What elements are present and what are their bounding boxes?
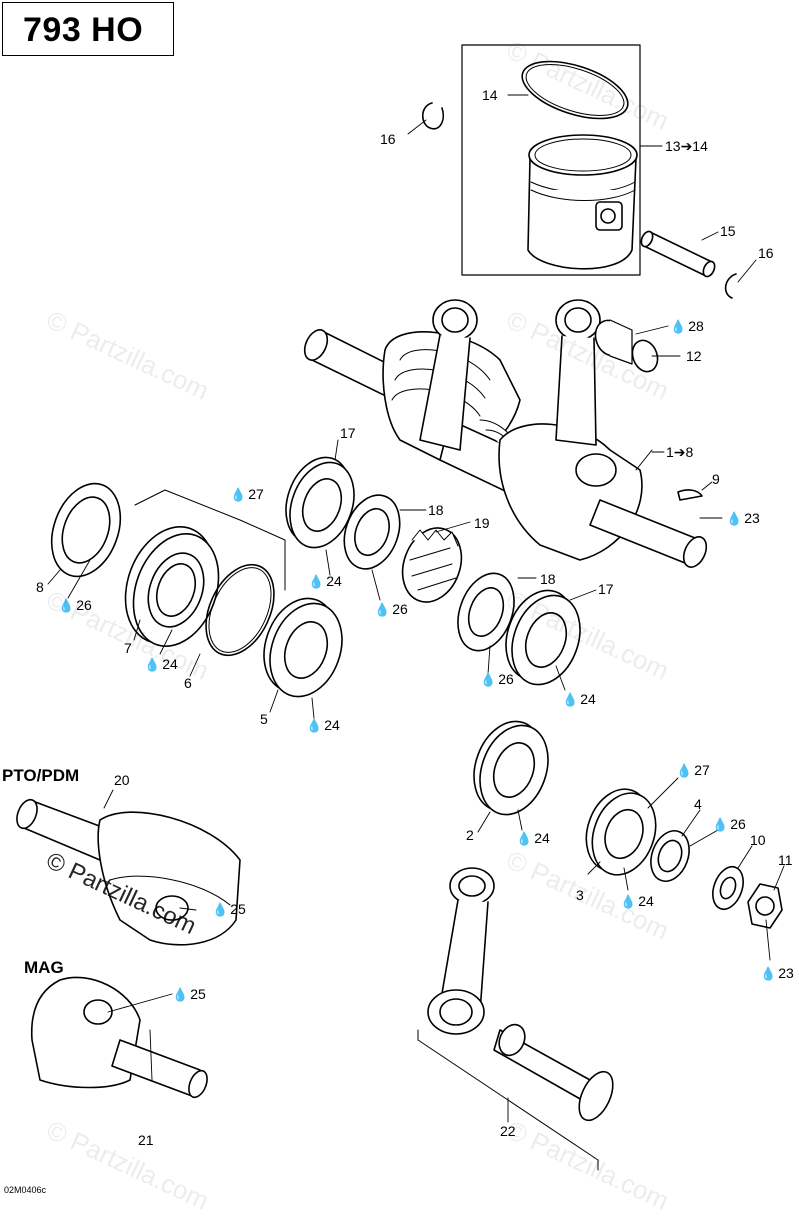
mag-section-label: MAG xyxy=(24,958,64,977)
oil-drop-icon: 💧 xyxy=(230,487,247,502)
callout-1-8: 1➔8 xyxy=(666,444,694,460)
bearing-set-bracket xyxy=(134,489,286,591)
callout-16-top: 16 xyxy=(380,131,396,147)
thrust-washer-12[interactable] xyxy=(628,337,661,375)
pto-crankshaft-half[interactable] xyxy=(13,797,241,946)
oil-seal-4[interactable] xyxy=(644,825,696,886)
washer-10[interactable] xyxy=(707,863,748,914)
callout-5: 5 xyxy=(260,711,268,727)
callout-11: 11 xyxy=(778,852,793,868)
callout-14: 14 xyxy=(482,87,498,103)
diagram-code: 02M0406c xyxy=(4,1185,47,1195)
callout-18-bottom: 18 xyxy=(540,571,556,587)
oil-drop-icon: 💧 xyxy=(670,319,687,334)
callout-26-c: 💧26 xyxy=(480,671,514,687)
mag-crankshaft-half[interactable] xyxy=(30,976,211,1100)
oil-drop-icon: 💧 xyxy=(58,598,75,613)
leader-lines xyxy=(47,94,785,1123)
callout-24-f: 💧24 xyxy=(620,893,654,909)
callout-26-a: 💧26 xyxy=(58,597,92,613)
callout-27-right: 💧27 xyxy=(676,762,710,778)
ball-bearing-2[interactable] xyxy=(462,712,560,824)
oil-seal-18-top[interactable] xyxy=(335,487,410,576)
oil-drop-icon: 💧 xyxy=(374,602,391,617)
pto-section-label: PTO/PDM xyxy=(2,766,80,785)
piston[interactable] xyxy=(527,134,638,270)
callout-26-d: 💧26 xyxy=(712,816,746,832)
ball-bearing-7[interactable] xyxy=(110,514,233,658)
oil-drop-icon: 💧 xyxy=(676,763,693,778)
callout-24-b: 💧24 xyxy=(144,656,178,672)
callout-24-c: 💧24 xyxy=(562,691,596,707)
callout-27-left: 💧27 xyxy=(230,486,264,502)
oil-drop-icon: 💧 xyxy=(212,902,229,917)
callout-7: 7 xyxy=(124,640,132,656)
piston-ring[interactable] xyxy=(515,50,634,130)
callout-19: 19 xyxy=(474,515,490,531)
retaining-ring-6[interactable] xyxy=(193,554,288,666)
callout-16-right: 16 xyxy=(758,245,774,261)
callout-25-mag: 💧25 xyxy=(172,986,206,1002)
callout-22: 22 xyxy=(500,1123,516,1139)
nut-11[interactable] xyxy=(747,883,783,929)
piston-kit-box xyxy=(461,44,641,276)
callout-8: 8 xyxy=(36,579,44,595)
oil-drop-icon: 💧 xyxy=(620,894,637,909)
oil-drop-icon: 💧 xyxy=(144,657,161,672)
callout-15: 15 xyxy=(720,223,736,239)
oil-drop-icon: 💧 xyxy=(726,511,743,526)
callout-18-top: 18 xyxy=(428,502,444,518)
oil-drop-icon: 💧 xyxy=(480,672,497,687)
callout-17-top: 17 xyxy=(340,425,356,441)
piston-pin-circlip[interactable] xyxy=(421,102,445,130)
callout-2: 2 xyxy=(466,827,474,843)
callout-13-14: 13➔14 xyxy=(665,138,708,154)
drive-gear-19[interactable] xyxy=(393,520,472,611)
callout-24-a: 💧24 xyxy=(308,573,342,589)
title-box: 793 HO xyxy=(2,2,174,56)
callout-20: 20 xyxy=(114,772,130,788)
ball-bearing-3[interactable] xyxy=(575,780,666,883)
oil-drop-icon: 💧 xyxy=(712,817,729,832)
oil-drop-icon: 💧 xyxy=(760,966,777,981)
piston-pin[interactable] xyxy=(639,230,717,279)
callout-4: 4 xyxy=(694,796,702,812)
callout-21: 21 xyxy=(138,1132,154,1148)
callout-10: 10 xyxy=(750,832,766,848)
callout-28: 💧28 xyxy=(670,318,704,334)
needle-bearing-28[interactable] xyxy=(591,316,633,365)
oil-seal-8[interactable] xyxy=(40,474,133,586)
woodruff-key[interactable] xyxy=(677,489,703,501)
ball-bearing-17-bottom[interactable] xyxy=(494,581,592,694)
callout-24-d: 💧24 xyxy=(306,717,340,733)
callout-9: 9 xyxy=(712,471,720,487)
piston-pin-circlip-right[interactable] xyxy=(724,273,737,299)
callout-24-e: 💧24 xyxy=(516,830,550,846)
callout-3: 3 xyxy=(576,887,584,903)
callout-23-top: 💧23 xyxy=(726,510,760,526)
ball-bearing-17-top[interactable] xyxy=(275,448,365,556)
connecting-rod-right[interactable] xyxy=(555,299,601,446)
callout-17-bottom: 17 xyxy=(598,581,614,597)
connecting-rod-left[interactable] xyxy=(419,299,478,451)
oil-drop-icon: 💧 xyxy=(562,692,579,707)
oil-drop-icon: 💧 xyxy=(516,831,533,846)
callout-23-bottom: 💧23 xyxy=(760,965,794,981)
oil-drop-icon: 💧 xyxy=(172,987,189,1002)
page-title: 793 HO xyxy=(23,11,144,49)
callout-6: 6 xyxy=(184,675,192,691)
callout-12: 12 xyxy=(686,348,702,364)
oil-drop-icon: 💧 xyxy=(306,718,323,733)
callout-25-pto: 💧25 xyxy=(212,901,246,917)
callout-26-b: 💧26 xyxy=(374,601,408,617)
oil-drop-icon: 💧 xyxy=(308,574,325,589)
ball-bearing-5[interactable] xyxy=(252,588,355,706)
